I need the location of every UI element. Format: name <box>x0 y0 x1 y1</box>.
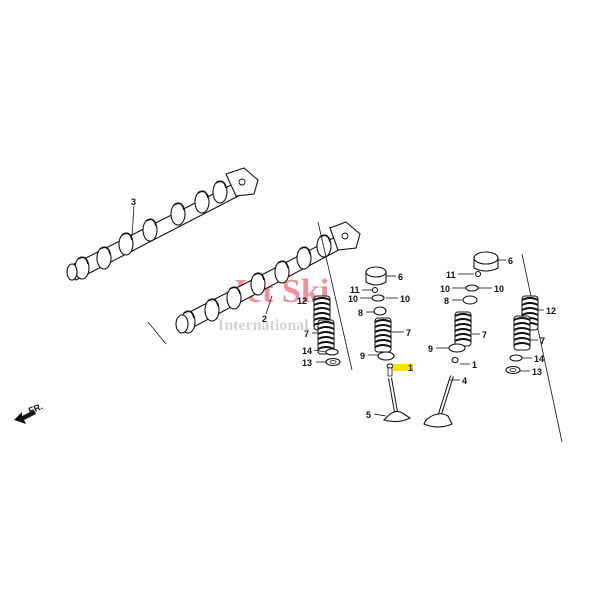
callout-10: 10 <box>348 294 358 304</box>
callout-6: 6 <box>508 256 513 266</box>
callout-10: 10 <box>494 284 504 294</box>
direction-label: FR. <box>27 401 44 416</box>
front-direction-arrow: FR. <box>14 401 44 424</box>
callout-12: 12 <box>297 296 307 306</box>
valve-5 <box>382 377 412 423</box>
callout-3: 3 <box>131 197 136 207</box>
callout-13: 13 <box>532 367 542 377</box>
valve-assembly-middle-left <box>365 266 395 377</box>
callout-1: 1 <box>472 360 477 370</box>
callout-12: 12 <box>546 306 556 316</box>
callout-8: 8 <box>358 308 363 318</box>
callout-14: 14 <box>534 354 544 364</box>
valve-4 <box>423 375 454 428</box>
callout-1: 1 <box>408 363 413 373</box>
callout-9: 9 <box>428 344 433 354</box>
callout-8: 8 <box>444 296 449 306</box>
watermark-line2: International <box>218 317 309 334</box>
callout-5: 5 <box>366 410 371 420</box>
callout-11: 11 <box>446 270 456 280</box>
callout-11: 11 <box>350 285 360 295</box>
callout-7: 7 <box>406 328 411 338</box>
callout-7: 7 <box>482 330 487 340</box>
camshaft-lower <box>175 221 361 334</box>
highlight-marker <box>393 364 413 371</box>
callout-6: 6 <box>398 272 403 282</box>
callouts: 3 2 6 11 10 10 8 7 9 1 5 12 7 14 13 6 11… <box>131 197 556 420</box>
bracket-lines <box>147 221 563 443</box>
callout-14: 14 <box>302 346 312 356</box>
callout-10: 10 <box>400 294 410 304</box>
valve-assembly-middle-right <box>448 251 499 364</box>
leader-lines <box>131 205 544 417</box>
callout-2: 2 <box>262 314 267 324</box>
callout-4: 4 <box>462 376 467 386</box>
callout-10: 10 <box>440 284 450 294</box>
callout-7: 7 <box>304 329 309 339</box>
camshaft-upper <box>66 167 259 281</box>
callout-13: 13 <box>302 358 312 368</box>
spring-stack-left-12 <box>313 295 341 367</box>
callout-9: 9 <box>360 351 365 361</box>
callout-7: 7 <box>540 336 545 346</box>
